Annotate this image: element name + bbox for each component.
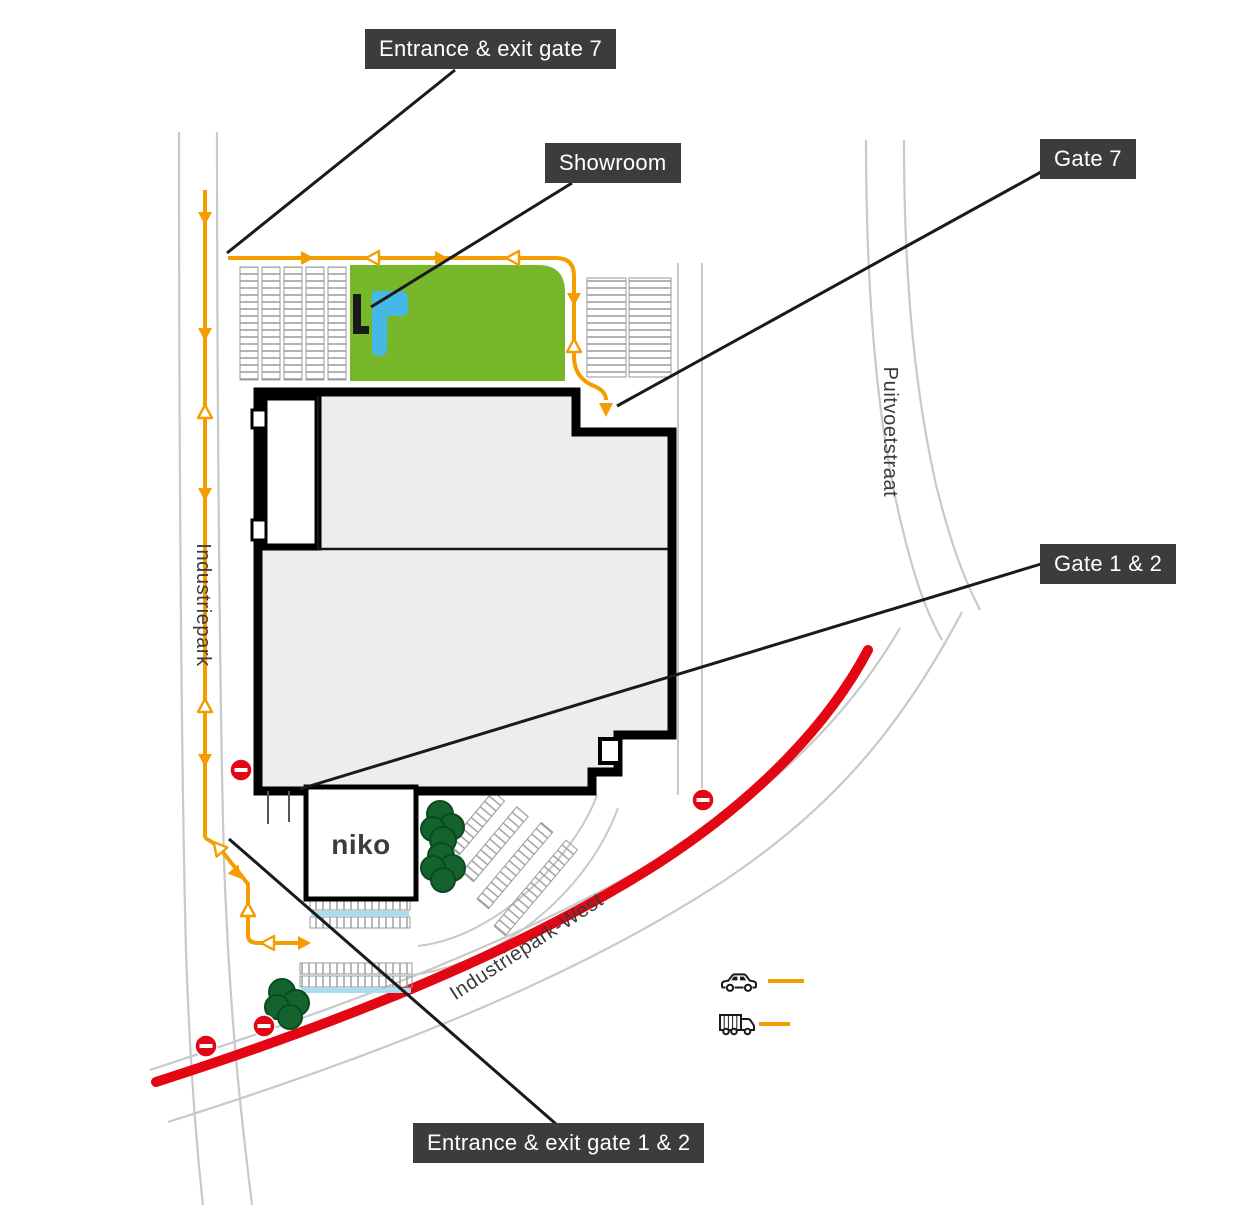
showroom-pond [372, 291, 408, 356]
parking-row [305, 266, 325, 381]
route-arrow-right [301, 251, 314, 265]
route-arrow-up [565, 337, 583, 354]
parking-south-strips [299, 898, 413, 993]
showroom-area [350, 265, 565, 381]
showroom-building-marker-foot [361, 326, 369, 334]
parking-north-east [586, 277, 672, 378]
street-industriepark: Industriepark [192, 543, 214, 667]
leader-lines [226, 68, 1042, 1126]
route-arrow-down [198, 754, 212, 767]
route-arrow-down [567, 293, 581, 306]
showroom-building-marker [353, 294, 361, 334]
water-strip [301, 988, 411, 993]
route-arrow-right [298, 936, 311, 950]
tree [264, 978, 310, 1030]
parking-row [309, 916, 411, 929]
road-puitvoetstraat-left-border [864, 139, 943, 641]
car-icon [721, 973, 757, 992]
route-arrow-left [504, 249, 521, 267]
closed-road-marking [151, 645, 873, 1087]
parking-row [299, 975, 413, 988]
route-arrow-up [196, 403, 214, 420]
route-top-to-gate7 [228, 256, 608, 401]
gate-1-2-lane-marks [267, 791, 290, 824]
building-wall-notch [250, 518, 268, 542]
no-entry-signs [194, 758, 715, 1058]
parking-row [299, 962, 413, 975]
route-arrow-left [259, 934, 276, 952]
main-building [250, 387, 677, 824]
legend [719, 973, 804, 1036]
leader-gate7 [616, 170, 1042, 408]
leader-entrance-gate7 [226, 68, 456, 255]
no-entry-icon [229, 758, 253, 782]
route-arrow-down [198, 212, 212, 225]
parking-row [283, 266, 303, 381]
road-industriepark-right-border [215, 131, 254, 1205]
road-industriepark-left-border [177, 131, 205, 1205]
parking-row [261, 266, 281, 381]
leader-gate12 [299, 562, 1042, 791]
callout-entrance-exit-gate-1-2: Entrance & exit gate 1 & 2 [413, 1123, 705, 1163]
route-arrow-gate7 [599, 403, 613, 417]
trees [264, 800, 466, 1030]
route-arrow-left [364, 249, 381, 267]
route-arrow-down-right [227, 864, 242, 879]
leader-showroom [370, 181, 573, 309]
route-arrow-up [196, 697, 214, 714]
tree [420, 842, 466, 893]
callout-showroom: Showroom [545, 143, 681, 183]
parking-row [239, 266, 259, 381]
route-arrow-down [198, 328, 212, 341]
parking-row [476, 821, 554, 910]
building-courtyard [260, 393, 322, 551]
no-entry-icon [252, 1014, 276, 1038]
niko-building-outline [303, 784, 419, 902]
parking-row [586, 277, 627, 378]
callout-gate-1-2: Gate 1 & 2 [1040, 544, 1177, 584]
building-wall-notch [250, 408, 268, 430]
parking-south-east-fan [447, 790, 579, 937]
parking-row [461, 806, 529, 883]
water-strip [311, 911, 409, 916]
building-annex [598, 737, 622, 765]
route-arrow-right [435, 251, 448, 265]
niko-building: niko [303, 784, 419, 902]
truck-icon [719, 1014, 755, 1036]
road-industriepark-west-lower-border [167, 611, 963, 1124]
no-entry-icon [691, 788, 715, 812]
routes [196, 190, 613, 952]
leader-entrance-gate12 [228, 837, 557, 1126]
no-entry-icon [194, 1034, 218, 1058]
parking-row [327, 266, 347, 381]
parking-north-west [239, 266, 347, 381]
parking-row [493, 839, 579, 937]
callout-gate-7: Gate 7 [1040, 139, 1136, 179]
street-puitvoetstraat: Puitvoetstraat [879, 367, 901, 498]
parking-row [447, 790, 506, 856]
parking-row [628, 277, 672, 378]
main-building-outline [253, 387, 677, 796]
route-arrow-up [239, 901, 257, 918]
callout-entrance-exit-gate-7: Entrance & exit gate 7 [365, 29, 617, 69]
route-arrow-down [198, 488, 212, 501]
route-arrow-up-left [212, 840, 229, 858]
niko-logo: niko [331, 829, 391, 860]
